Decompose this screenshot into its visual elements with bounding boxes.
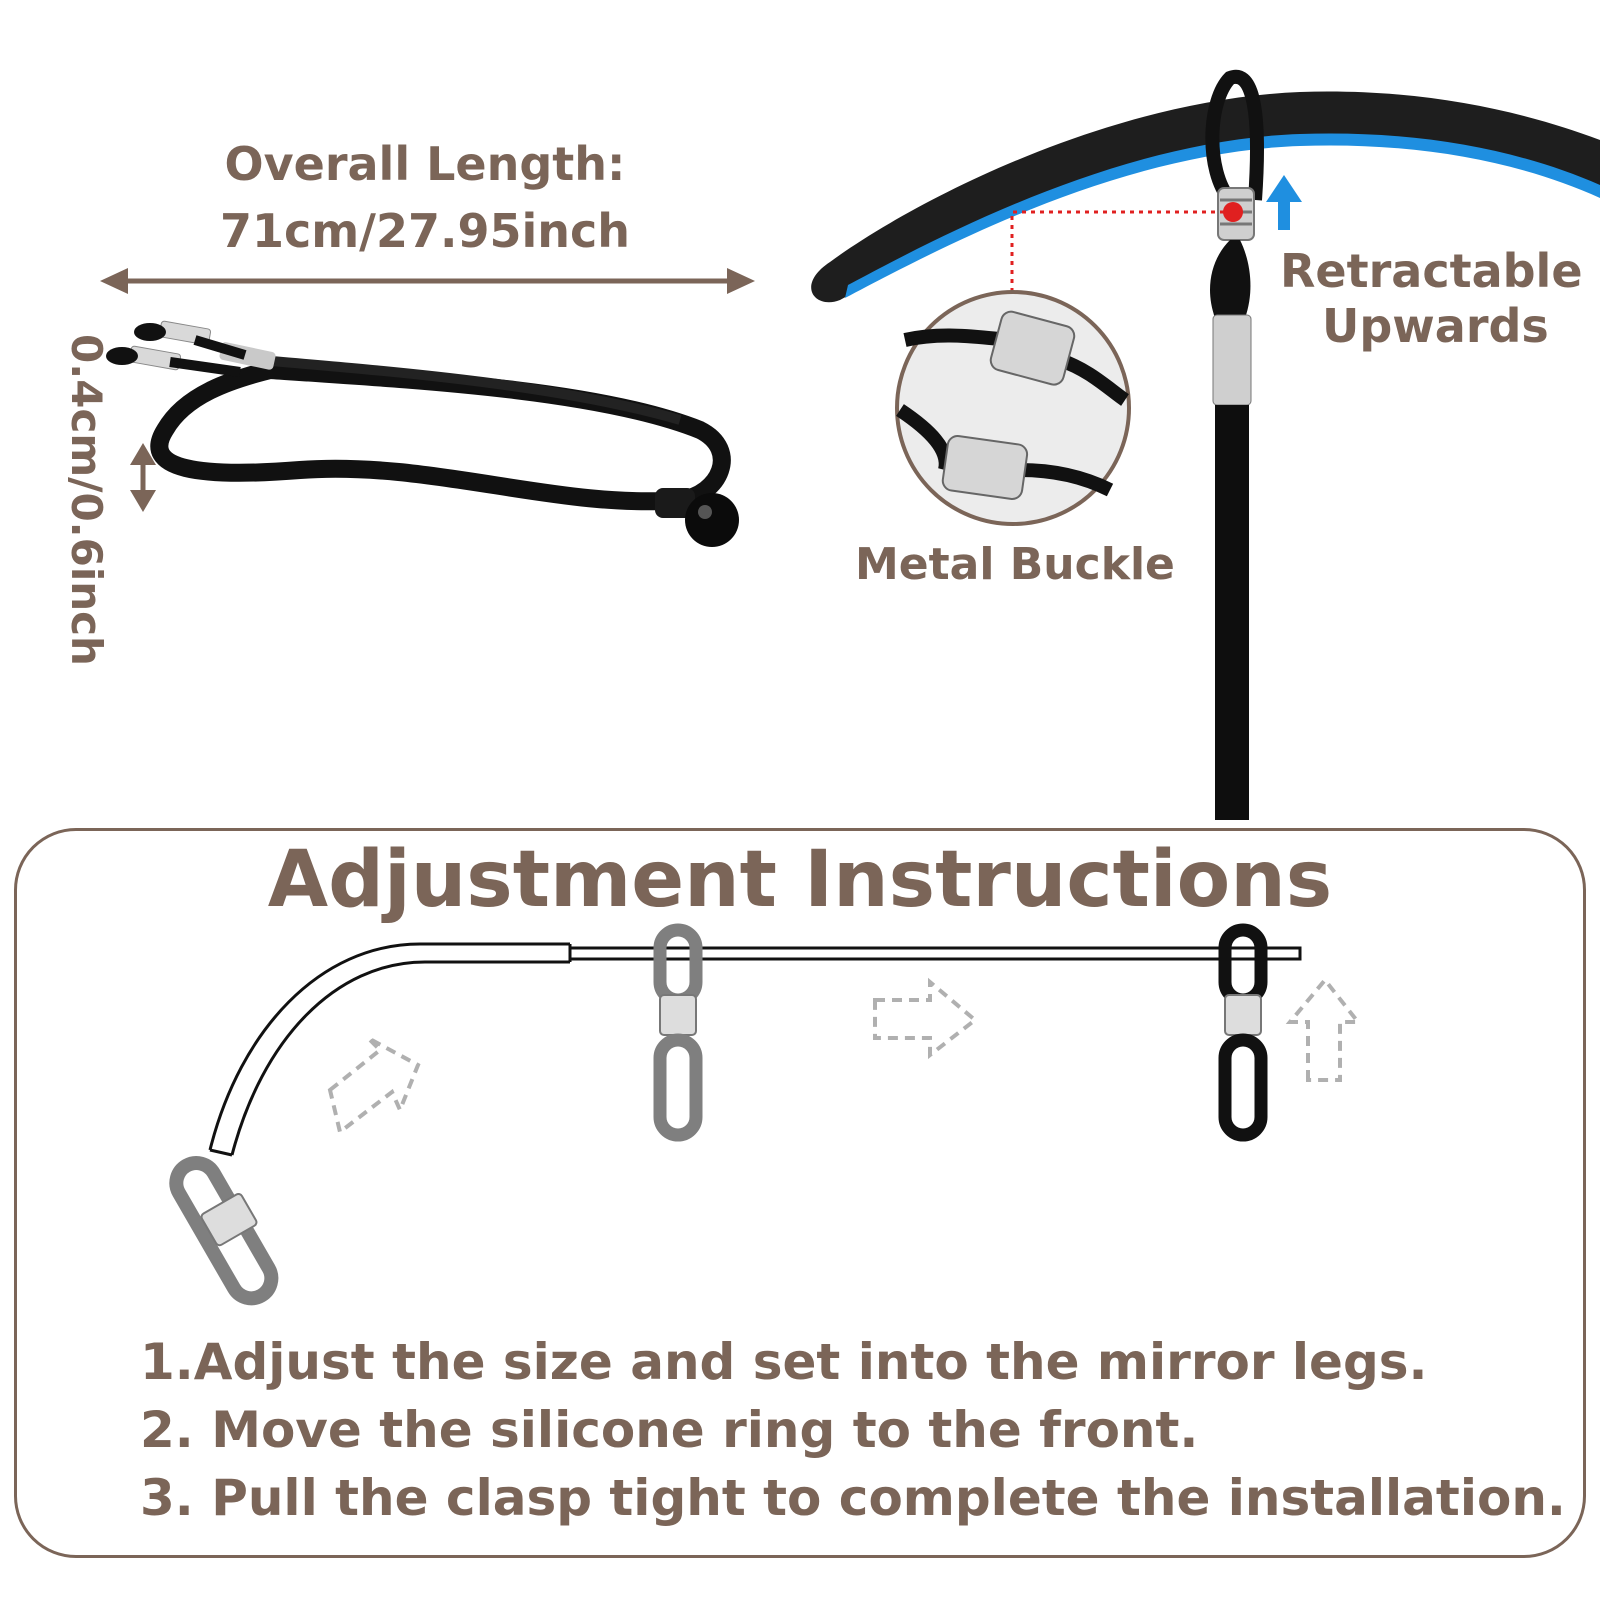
buckle-pointer xyxy=(1010,202,1243,292)
up-arrow-icon xyxy=(1266,175,1302,230)
overall-length-title: Overall Length: xyxy=(224,137,626,191)
hanging-cord xyxy=(1205,69,1264,820)
instruction-step: 3. Pull the clasp tight to complete the … xyxy=(140,1469,1566,1527)
instructions-title: Adjustment Instructions xyxy=(267,835,1333,925)
cord-photo xyxy=(106,320,739,547)
instruction-step: 1.Adjust the size and set into the mirro… xyxy=(140,1333,1428,1391)
metal-buckle-label: Metal Buckle xyxy=(855,539,1175,590)
instruction-step: 2. Move the silicone ring to the front. xyxy=(140,1401,1199,1459)
retractable-label: Retractable xyxy=(1280,244,1583,298)
glasses-temple xyxy=(811,91,1600,303)
instruction-diagram xyxy=(169,923,1363,1306)
length-arrow xyxy=(100,268,755,294)
thickness-arrow xyxy=(130,443,156,512)
overall-length-value: 71cm/27.95inch xyxy=(219,204,631,258)
buckle-zoom xyxy=(895,290,1131,526)
upwards-label: Upwards xyxy=(1322,299,1549,353)
instructions-panel xyxy=(14,828,1586,1558)
cord-width-label: 0.4cm/0.6inch xyxy=(62,334,111,666)
